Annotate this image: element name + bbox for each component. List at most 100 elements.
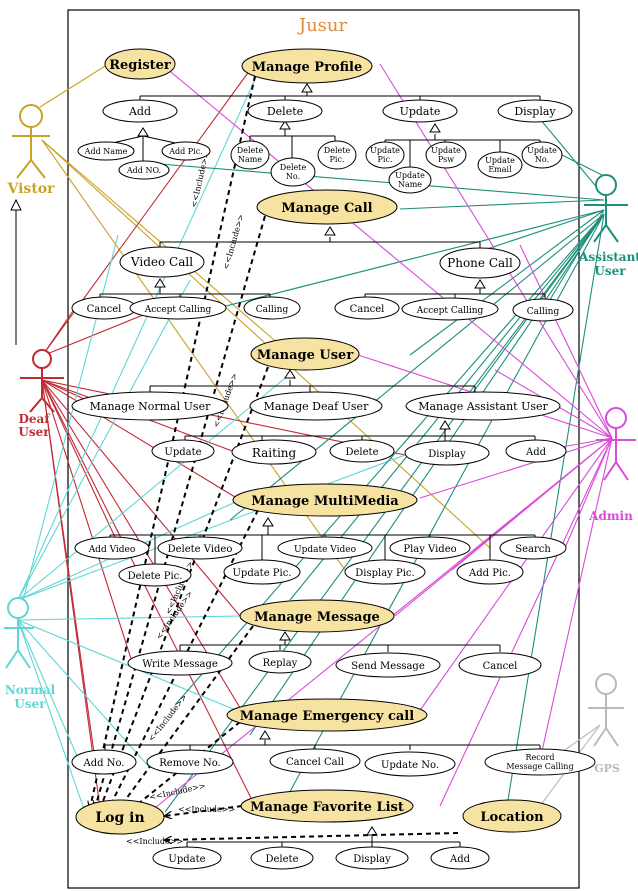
cancel-message-use-case[interactable] bbox=[458, 652, 542, 678]
user-delete-use-case[interactable] bbox=[329, 439, 395, 463]
cancel-message-label: Cancel bbox=[483, 661, 518, 672]
actors bbox=[4, 104, 636, 747]
add-use-case[interactable] bbox=[102, 99, 178, 123]
actor-labels: Vistor Deaf User Normal User Assistant U… bbox=[5, 181, 638, 775]
favorite-delete-use-case[interactable] bbox=[250, 846, 314, 870]
gps-label: GPS bbox=[594, 762, 620, 775]
manage-emergency-call-use-case[interactable] bbox=[226, 698, 428, 732]
location-use-case[interactable] bbox=[462, 799, 562, 833]
cancel-phone-call-use-case[interactable] bbox=[334, 296, 400, 320]
send-message-label: Send Message bbox=[351, 661, 425, 672]
add-pic-mm-label: Add Pic. bbox=[468, 568, 511, 579]
add-pic-mm-use-case[interactable] bbox=[456, 559, 524, 585]
update-pic-label: Update bbox=[370, 146, 400, 155]
manage-multimedia-use-case[interactable] bbox=[232, 483, 418, 517]
user-update-use-case[interactable] bbox=[151, 439, 215, 463]
manage-message-label: Manage Message bbox=[254, 610, 380, 625]
add-pic-use-case[interactable] bbox=[161, 141, 211, 161]
add-label: Add bbox=[128, 105, 151, 118]
update-name-use-case[interactable] bbox=[388, 166, 432, 194]
update-email-use-case[interactable] bbox=[477, 151, 523, 179]
update-no-use-case[interactable] bbox=[521, 141, 563, 169]
delete-no-label-2: No. bbox=[286, 172, 300, 181]
delete-name-label: Delete bbox=[237, 146, 264, 155]
display-use-case[interactable] bbox=[497, 99, 573, 123]
assistant-user-label: Assistant bbox=[578, 250, 638, 264]
manage-assistant-user-use-case[interactable] bbox=[405, 391, 561, 421]
write-message-use-case[interactable] bbox=[127, 650, 233, 676]
phone-call-use-case[interactable] bbox=[439, 247, 521, 279]
add-no-label: Add NO. bbox=[126, 166, 161, 175]
raiting-use-case[interactable] bbox=[231, 439, 317, 465]
update-pic-mm-use-case[interactable] bbox=[223, 559, 301, 585]
update-psw-use-case[interactable] bbox=[425, 141, 467, 169]
delete-name-use-case[interactable] bbox=[230, 140, 270, 170]
display-pic-label: Display Pic. bbox=[355, 568, 414, 579]
user-add-label: Add bbox=[525, 447, 547, 458]
update-use-case[interactable] bbox=[382, 99, 458, 123]
log-in-use-case[interactable] bbox=[75, 799, 165, 835]
normal-user-label: Normal bbox=[5, 683, 56, 697]
accept-calling-video-label: Accept Calling bbox=[144, 305, 212, 315]
manage-profile-use-case[interactable] bbox=[241, 48, 373, 84]
system-title: Jusur bbox=[297, 15, 348, 36]
manage-message-use-case[interactable] bbox=[239, 599, 395, 633]
replay-label: Replay bbox=[263, 658, 298, 669]
record-message-calling-use-case[interactable] bbox=[484, 748, 596, 776]
include-label: <<Include>> bbox=[126, 837, 183, 846]
send-message-use-case[interactable] bbox=[335, 652, 441, 678]
update-no-label-2: No. bbox=[535, 155, 549, 164]
search-use-case[interactable] bbox=[499, 536, 567, 560]
delete-pic-mm-use-case[interactable] bbox=[118, 563, 192, 587]
include-label: <<Include>> bbox=[149, 781, 207, 802]
delete-video-use-case[interactable] bbox=[157, 536, 243, 560]
log-in-label: Log in bbox=[95, 810, 144, 826]
delete-pic-use-case[interactable] bbox=[317, 140, 357, 170]
update-video-label: Update Video bbox=[294, 545, 356, 555]
manage-normal-user-label: Manage Normal User bbox=[90, 400, 211, 413]
add-name-use-case[interactable] bbox=[77, 141, 135, 161]
cancel-call-use-case[interactable] bbox=[269, 748, 361, 774]
delete-no-use-case[interactable] bbox=[270, 157, 316, 187]
update-email-label-2: Email bbox=[488, 165, 512, 174]
favorite-update-use-case[interactable] bbox=[152, 846, 222, 870]
calling-video-use-case[interactable] bbox=[243, 296, 301, 320]
delete-pic-label-2: Pic. bbox=[330, 155, 345, 164]
manage-deaf-user-use-case[interactable] bbox=[249, 391, 383, 421]
admin-label: Admin bbox=[588, 509, 633, 523]
play-video-use-case[interactable] bbox=[389, 536, 471, 560]
cancel-video-call-label: Cancel bbox=[87, 304, 122, 315]
favorite-add-use-case[interactable] bbox=[430, 846, 490, 870]
update-no-emergency-use-case[interactable] bbox=[364, 751, 456, 777]
register-use-case[interactable] bbox=[104, 48, 176, 80]
display-pic-use-case[interactable] bbox=[344, 559, 426, 585]
remove-no-label: Remove No. bbox=[159, 758, 220, 769]
manage-favorite-list-use-case[interactable] bbox=[240, 789, 414, 823]
cancel-call-label: Cancel Call bbox=[286, 757, 344, 768]
manage-assistant-user-label: Manage Assistant User bbox=[418, 400, 548, 413]
user-display-use-case[interactable] bbox=[404, 440, 490, 466]
manage-normal-user-use-case[interactable] bbox=[71, 391, 229, 421]
replay-use-case[interactable] bbox=[248, 650, 312, 674]
update-pic-use-case[interactable] bbox=[365, 141, 405, 169]
calling-phone-label: Calling bbox=[527, 307, 560, 317]
add-no-use-case[interactable] bbox=[118, 160, 170, 180]
add-video-use-case[interactable] bbox=[74, 536, 150, 560]
update-video-use-case[interactable] bbox=[277, 536, 373, 560]
video-call-use-case[interactable] bbox=[119, 246, 205, 278]
accept-calling-video-use-case[interactable] bbox=[129, 296, 227, 320]
manage-user-use-case[interactable] bbox=[250, 337, 360, 371]
favorite-display-use-case[interactable] bbox=[335, 846, 409, 870]
manage-multimedia-label: Manage MultiMedia bbox=[251, 494, 399, 509]
add-video-label: Add Video bbox=[88, 545, 136, 555]
user-add-use-case[interactable] bbox=[505, 439, 567, 463]
favorite-delete-label: Delete bbox=[266, 854, 299, 865]
delete-use-case[interactable] bbox=[247, 99, 323, 123]
accept-calling-phone-use-case[interactable] bbox=[401, 297, 499, 321]
remove-no-use-case[interactable] bbox=[146, 749, 234, 775]
assistant-user-label-2: User bbox=[594, 264, 626, 278]
favorite-display-label: Display bbox=[353, 854, 391, 865]
manage-call-use-case[interactable] bbox=[256, 189, 398, 225]
calling-phone-use-case[interactable] bbox=[512, 298, 574, 322]
add-no-emergency-use-case[interactable] bbox=[71, 749, 137, 775]
